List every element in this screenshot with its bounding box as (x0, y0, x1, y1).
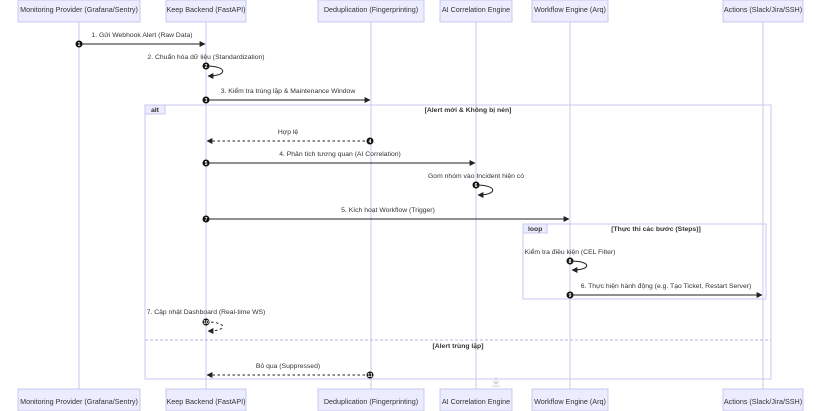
seq-number-10: 10 (203, 320, 209, 326)
actor-top-keep-label: Keep Backend (FastAPI) (166, 5, 245, 14)
seq-number-7: 7 (205, 217, 208, 223)
seq-number-2: 2 (205, 64, 208, 70)
loop-frame-kind: loop (528, 226, 542, 233)
message-3: 3. Kiểm tra trùng lặp & Maintenance Wind… (202, 87, 371, 104)
actor-bottom-ai[interactable]: AI Correlation Engine (439, 388, 513, 411)
message-1: 1. Gửi Webhook Alert (Raw Data) 1 (75, 31, 206, 48)
seq-number-5: 5 (205, 161, 208, 167)
seq-badge-7 (202, 215, 210, 223)
seq-number-3: 3 (205, 98, 208, 104)
message-5-label: 4. Phân tích tương quan (AI Correlation) (279, 151, 401, 158)
seq-badge-8 (566, 257, 574, 265)
actor-bottom-keep[interactable]: Keep Backend (FastAPI) (165, 388, 247, 411)
seq-number-4: 4 (369, 139, 372, 145)
actor-bottom-workflow-label: Workflow Engine (Arq) (534, 397, 606, 406)
seq-badge-6 (472, 181, 480, 189)
seq-number-8: 8 (569, 259, 572, 265)
actor-bottom-actions[interactable]: Actions (Slack/Jira/SSH) (722, 388, 804, 411)
message-6-arrow (475, 184, 494, 198)
actor-top-monitor-label: Monitoring Provider (Grafana/Sentry) (20, 5, 138, 14)
message-2: 2. Chuẩn hóa dữ liệu (Standardization) 2 (147, 53, 265, 79)
message-10-arrow (205, 321, 224, 334)
actor-bottom-dedup[interactable]: Deduplication (Fingerprinting) (317, 388, 425, 411)
loop-frame-condition: [Thực thi các bước (Steps)] (611, 226, 700, 233)
actor-bottom-actions-label: Actions (Slack/Jira/SSH) (724, 397, 802, 406)
seq-badge-9 (566, 291, 574, 299)
seq-number-9: 9 (569, 293, 572, 299)
message-4: Hợp lệ 4 (206, 129, 374, 145)
actor-top-monitor[interactable]: Monitoring Provider (Grafana/Sentry) (17, 0, 141, 23)
message-3-label: 3. Kiểm tra trùng lặp & Maintenance Wind… (221, 87, 356, 95)
messages: 1. Gửi Webhook Alert (Raw Data) 1 2. Chu… (75, 31, 763, 379)
actor-top-actions[interactable]: Actions (Slack/Jira/SSH) (722, 0, 804, 23)
seq-badge-11 (366, 371, 374, 379)
alt-else-condition: [Alert trùng lặp] (433, 343, 484, 350)
actor-top-keep[interactable]: Keep Backend (FastAPI) (165, 0, 247, 23)
message-11-label: Bỏ qua (Suppressed) (256, 362, 320, 370)
lifelines (78, 22, 764, 390)
seq-badge-2 (202, 62, 210, 70)
message-9: 6. Thực hiện hành động (e.g. Tạo Ticket,… (566, 283, 763, 299)
actor-bottom-monitor[interactable]: Monitoring Provider (Grafana/Sentry) (17, 388, 141, 411)
seq-badge-1 (75, 40, 83, 48)
message-6: Gom nhóm vào Incident hiện có 6 (428, 173, 524, 198)
seq-badge-10 (202, 318, 210, 326)
actor-top-actions-label: Actions (Slack/Jira/SSH) (724, 5, 802, 14)
message-2-label: 2. Chuẩn hóa dữ liệu (Standardization) (147, 53, 264, 61)
seq-number-1: 1 (78, 42, 81, 48)
message-1-label: 1. Gửi Webhook Alert (Raw Data) (91, 31, 192, 39)
message-5: 4. Phân tích tương quan (AI Correlation)… (202, 151, 476, 167)
message-8-arrow (569, 260, 588, 273)
actor-top-dedup[interactable]: Deduplication (Fingerprinting) (317, 0, 425, 23)
alt-frame: alt [Alert mới & Không bị nén] [Alert tr… (144, 104, 772, 380)
alt-frame-tag (144, 104, 166, 115)
alt-frame-kind: alt (151, 107, 160, 114)
actor-bottom-keep-label: Keep Backend (FastAPI) (166, 397, 245, 406)
message-9-label: 6. Thực hiện hành động (e.g. Tạo Ticket,… (581, 283, 752, 290)
loop-frame: loop [Thực thi các bước (Steps)] (522, 223, 767, 300)
message-6-label: Gom nhóm vào Incident hiện có (428, 173, 524, 180)
message-8: Kiểm tra điều kiện (CEL Filter) 8 (525, 247, 616, 273)
actor-bottom-workflow[interactable]: Workflow Engine (Arq) (531, 388, 609, 411)
seq-badge-5 (202, 159, 210, 167)
seq-number-11: 11 (367, 373, 373, 379)
message-7-label: 5. Kích hoạt Workflow (Trigger) (341, 207, 435, 214)
seq-badge-3 (202, 96, 210, 104)
actor-top-workflow-label: Workflow Engine (Arq) (534, 5, 606, 14)
message-10: 7. Cập nhật Dashboard (Real-time WS) 10 (147, 309, 266, 334)
download-hint-icon (492, 377, 500, 387)
message-4-label: Hợp lệ (278, 129, 299, 136)
actor-top-workflow[interactable]: Workflow Engine (Arq) (531, 0, 609, 23)
actor-top-ai-label: AI Correlation Engine (442, 5, 510, 14)
message-11: Bỏ qua (Suppressed) 11 (206, 362, 374, 379)
message-10-label: 7. Cập nhật Dashboard (Real-time WS) (147, 309, 266, 316)
seq-badge-4 (366, 137, 374, 145)
actor-bottom-ai-label: AI Correlation Engine (442, 397, 510, 406)
loop-frame-tag (522, 223, 548, 234)
actors-top: Monitoring Provider (Grafana/Sentry) Kee… (17, 0, 804, 23)
actor-top-dedup-label: Deduplication (Fingerprinting) (324, 5, 418, 14)
actor-bottom-monitor-label: Monitoring Provider (Grafana/Sentry) (20, 397, 138, 406)
actor-top-ai[interactable]: AI Correlation Engine (439, 0, 513, 23)
actors-bottom: Monitoring Provider (Grafana/Sentry) Kee… (17, 388, 804, 411)
message-7: 5. Kích hoạt Workflow (Trigger) 7 (202, 207, 570, 223)
alt-frame-condition: [Alert mới & Không bị nén] (425, 107, 512, 114)
actor-bottom-dedup-label: Deduplication (Fingerprinting) (324, 397, 418, 406)
message-8-label: Kiểm tra điều kiện (CEL Filter) (525, 247, 616, 256)
message-2-arrow (205, 65, 224, 79)
seq-number-6: 6 (475, 183, 478, 189)
